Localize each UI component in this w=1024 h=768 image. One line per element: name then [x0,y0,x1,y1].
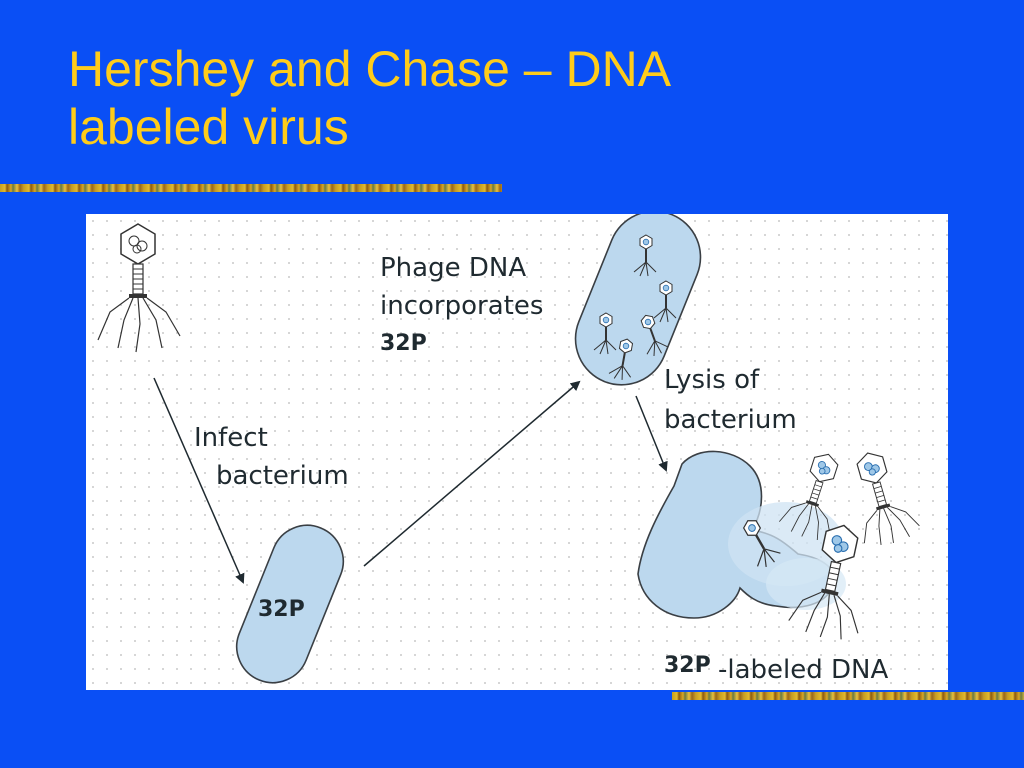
decorative-divider-top [0,184,502,192]
label-infect-line-2: bacterium [216,461,349,491]
arrow-lysis [635,395,668,472]
label-lysis-line-2: bacterium [664,405,797,435]
arrow-incorporate [363,380,581,567]
hershey-chase-figure: Infect bacterium 32P Phage DNA incorpora… [86,214,948,690]
label-phage-line-2: incorporates [380,291,543,321]
label-labeled-isotope: 32P [664,653,711,678]
label-infect-line-1: Infect [194,423,268,453]
slide-title: Hershey and Chase – DNA labeled virus [68,40,928,156]
bacterium-infected [574,214,702,386]
phage-initial [97,223,181,353]
diagram-svg: Infect bacterium 32P Phage DNA incorpora… [97,214,923,685]
decorative-divider-bottom [672,692,1024,700]
label-labeled-dna: -labeled DNA [718,655,888,685]
label-phage-line-1: Phage DNA [380,253,526,283]
slide-title-line-2: labeled virus [68,99,349,155]
slide-title-line-1: Hershey and Chase – DNA [68,41,672,97]
label-bacterium-isotope: 32P [258,597,305,622]
arrow-infect [153,377,245,584]
label-lysis-line-1: Lysis of [664,365,760,395]
bacterium-initial: 32P [235,524,345,684]
label-phage-line-3: 32P [380,331,427,356]
